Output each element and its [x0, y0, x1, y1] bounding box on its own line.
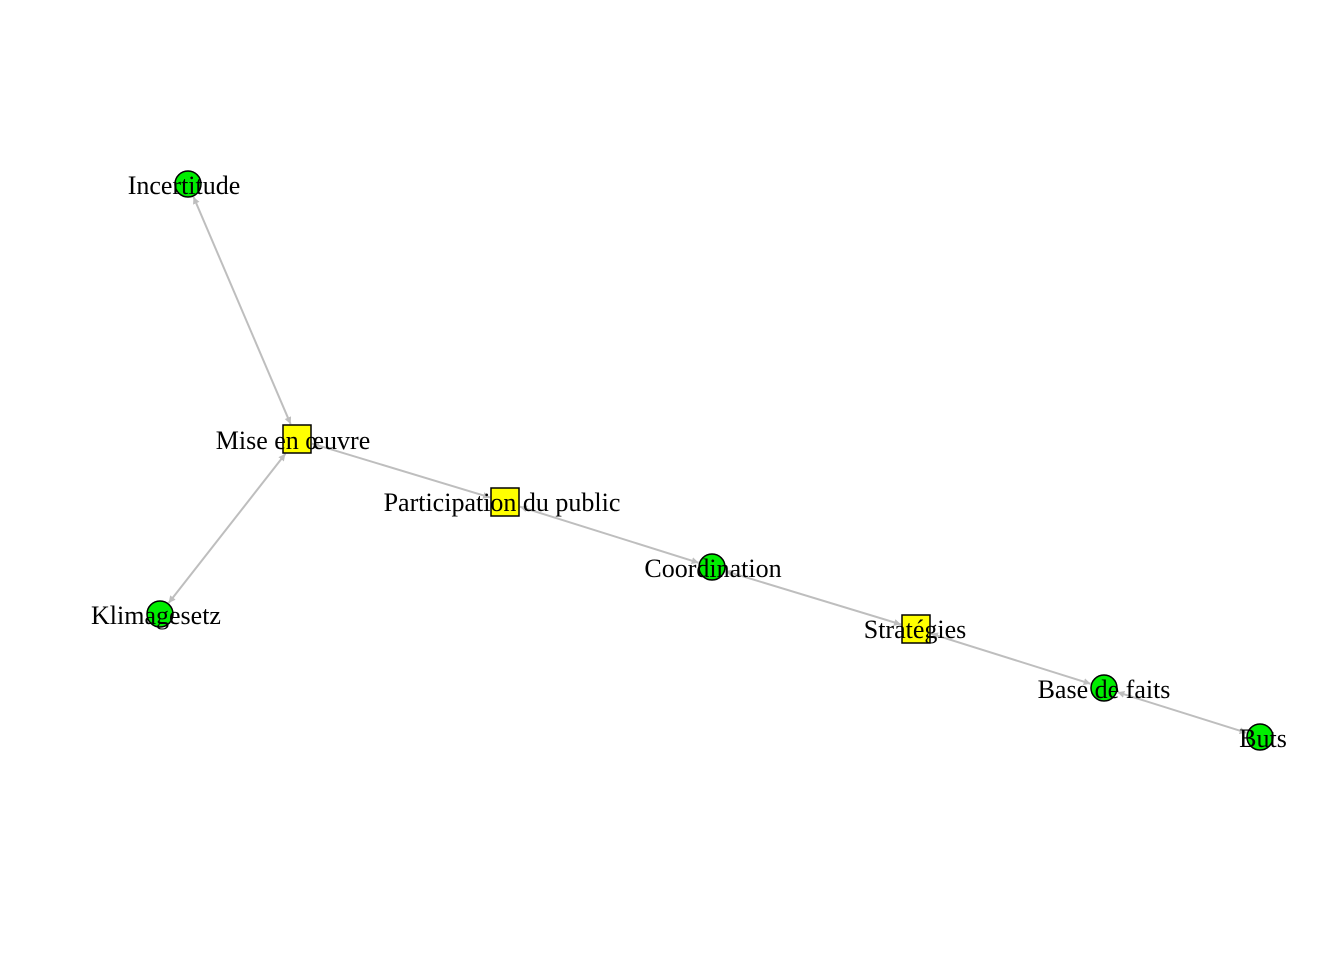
- node-mise: [282, 424, 312, 454]
- node-coordination: [698, 553, 726, 581]
- node-participation: [490, 487, 520, 517]
- node-label-strategies: Stratégies: [864, 615, 967, 644]
- node-incertitude: [174, 170, 202, 198]
- edge-mise-klima: [167, 453, 287, 604]
- node-label-coordination: Coordination: [644, 554, 781, 583]
- node-label-base: Base de faits: [1038, 675, 1171, 704]
- node-label-incertitude: Incertitude: [128, 171, 241, 200]
- edge-strategies-base: [930, 632, 1091, 686]
- edge-base-buts: [1117, 690, 1247, 735]
- node-base: [1090, 674, 1118, 702]
- node-label-klima: Klimagesetz: [91, 601, 221, 630]
- edge-incertitude-mise: [192, 196, 292, 425]
- node-label-participation: Participation du public: [384, 488, 621, 517]
- node-label-buts: Buts: [1239, 724, 1287, 753]
- node-strategies: [901, 614, 931, 644]
- nodes-layer: [146, 170, 1274, 751]
- node-buts: [1246, 723, 1274, 751]
- edges-layer: [167, 196, 1247, 735]
- edge-mise-participation: [311, 442, 491, 499]
- edge-coordination-strategies: [725, 569, 902, 626]
- node-label-mise: Mise en œuvre: [216, 426, 371, 455]
- node-klima: [146, 600, 174, 628]
- edge-participation-coordination: [519, 505, 699, 565]
